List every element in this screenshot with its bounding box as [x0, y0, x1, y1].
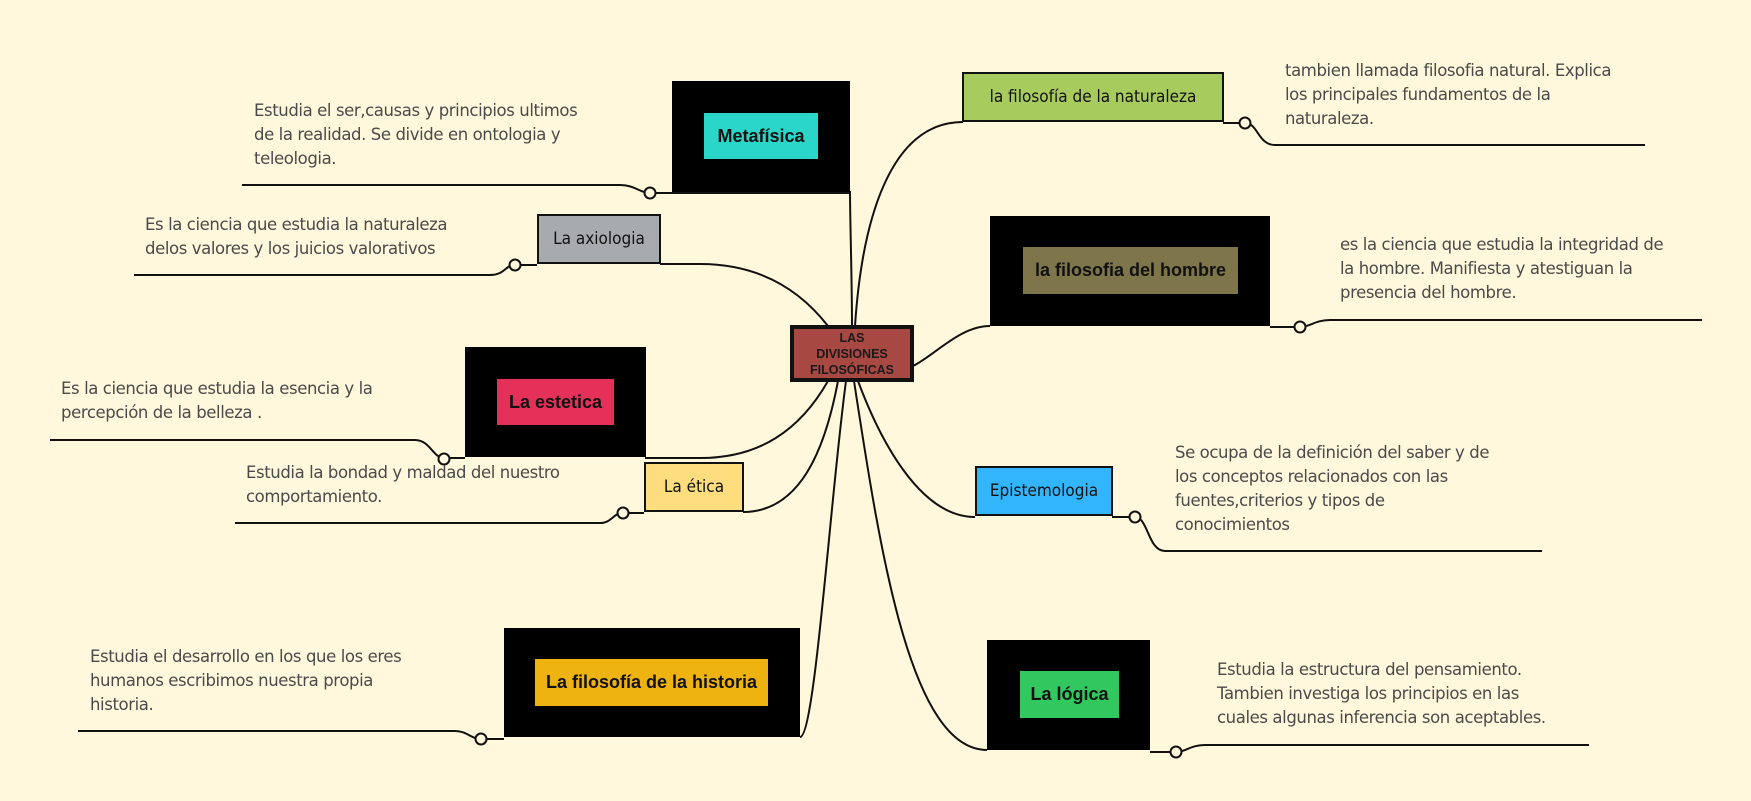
handle-metafisica [643, 186, 657, 200]
description-logica: Estudia la estructura del pensamiento. T… [1217, 660, 1546, 727]
topic-axiologia[interactable]: La axiologia [537, 214, 661, 264]
connector-epistemologia [857, 380, 976, 518]
description-naturaleza: tambien llamada filosofia natural. Expli… [1285, 61, 1612, 128]
topic-naturaleza[interactable]: la filosofía de la naturaleza [962, 72, 1224, 122]
handle-hombre [1293, 320, 1307, 334]
handle-epistemologia [1128, 510, 1142, 524]
topic-hombre[interactable]: la filosofia del hombre [990, 216, 1270, 326]
connector-axiologia [660, 263, 829, 327]
underline-etica [235, 512, 644, 524]
topic-historia-label: La filosofía de la historia [545, 672, 758, 692]
description-axiologia: Es la ciencia que estudia la naturaleza … [145, 215, 448, 258]
handle-etica [616, 506, 630, 520]
central-topic[interactable]: LAS DIVISIONES FILOSÓFICAS [790, 325, 914, 382]
topic-historia-label-box: La filosofía de la historia [535, 659, 768, 706]
handle-logica [1169, 745, 1183, 759]
connector-estetica [645, 380, 829, 459]
topic-estetica-label-box: La estetica [497, 379, 614, 425]
description-epistemologia: Se ocupa de la definición del saber y de… [1175, 443, 1490, 534]
topic-naturaleza-label: la filosofía de la naturaleza [989, 87, 1197, 107]
connector-hombre [912, 325, 991, 367]
topic-metafisica-label: Metafísica [717, 125, 805, 146]
description-etica: Estudia la bondad y maldad del nuestro c… [246, 463, 560, 506]
description-estetica: Es la ciencia que estudia la esencia y l… [61, 379, 373, 422]
topic-hombre-label: la filosofia del hombre [1034, 260, 1227, 280]
description-historia: Estudia el desarrollo en los que los ere… [90, 647, 402, 714]
handle-historia [474, 732, 488, 746]
topic-historia[interactable]: La filosofía de la historia [504, 628, 800, 737]
topic-hombre-label-box: la filosofia del hombre [1023, 247, 1238, 294]
topic-etica-label: La ética [663, 477, 725, 497]
underline-estetica [50, 439, 465, 459]
topic-estetica-label: La estetica [508, 391, 603, 412]
handle-naturaleza [1238, 116, 1252, 130]
underline-historia [78, 730, 504, 740]
topic-estetica[interactable]: La estetica [465, 347, 646, 457]
connector-etica [742, 380, 839, 513]
topic-logica[interactable]: La lógica [987, 640, 1150, 750]
connector-logica [853, 380, 988, 751]
handle-estetica [437, 452, 451, 466]
handle-axiologia [508, 258, 522, 272]
central-topic-label: LAS DIVISIONES FILOSÓFICAS [809, 330, 895, 377]
topic-metafisica[interactable]: Metafísica [672, 81, 850, 192]
connector-historia [799, 380, 847, 738]
topic-metafisica-label-box: Metafísica [704, 113, 818, 159]
topic-epistemologia[interactable]: Epistemologia [975, 466, 1113, 516]
topic-epistemologia-label: Epistemologia [989, 481, 1099, 501]
topic-axiologia-label: La axiologia [553, 229, 645, 249]
topic-etica[interactable]: La ética [644, 462, 744, 512]
connector-metafisica [849, 190, 853, 327]
underline-logica [1150, 744, 1589, 753]
underline-hombre [1270, 319, 1702, 328]
description-hombre: es la ciencia que estudia la integridad … [1340, 235, 1664, 302]
topic-logica-label: La lógica [1030, 684, 1109, 704]
underline-axiologia [134, 264, 537, 276]
topic-logica-label-box: La lógica [1020, 671, 1119, 718]
connector-naturaleza [854, 121, 964, 327]
description-metafisica: Estudia el ser,causas y principios ultim… [254, 101, 578, 168]
